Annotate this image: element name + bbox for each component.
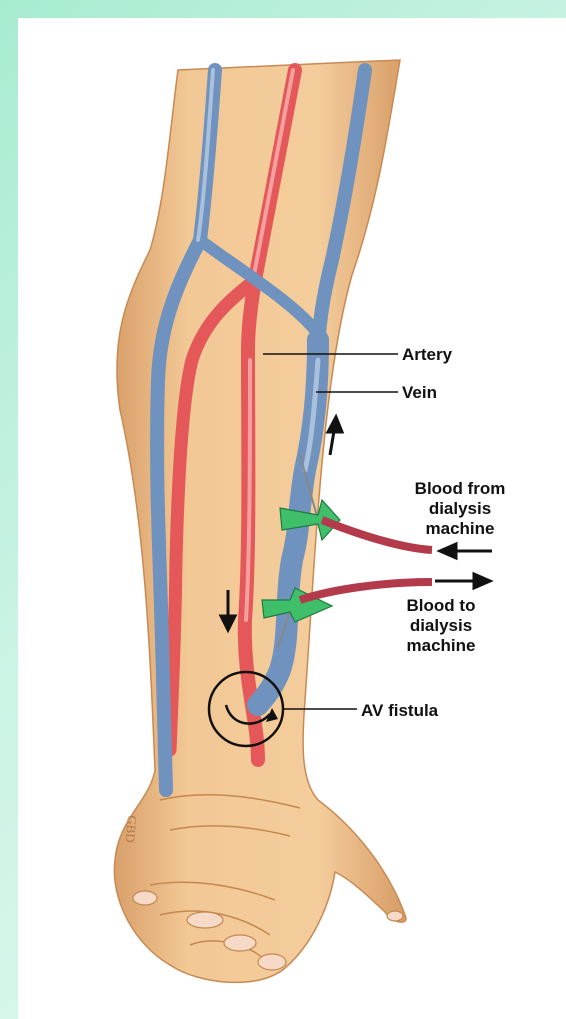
blood-to-label-line1: Blood to [407, 596, 476, 615]
blood-from-label-line3: machine [426, 519, 495, 538]
blood-from-label-line2: dialysis [429, 499, 491, 518]
artery-label: Artery [402, 345, 453, 364]
blood-to-label-line3: machine [407, 636, 476, 655]
vein-label: Vein [402, 383, 437, 402]
artist-signature: GBD [123, 815, 140, 844]
blood-from-label-line1: Blood from [415, 479, 506, 498]
blood-to-label-line2: dialysis [410, 616, 472, 635]
av-fistula-label: AV fistula [361, 701, 439, 720]
